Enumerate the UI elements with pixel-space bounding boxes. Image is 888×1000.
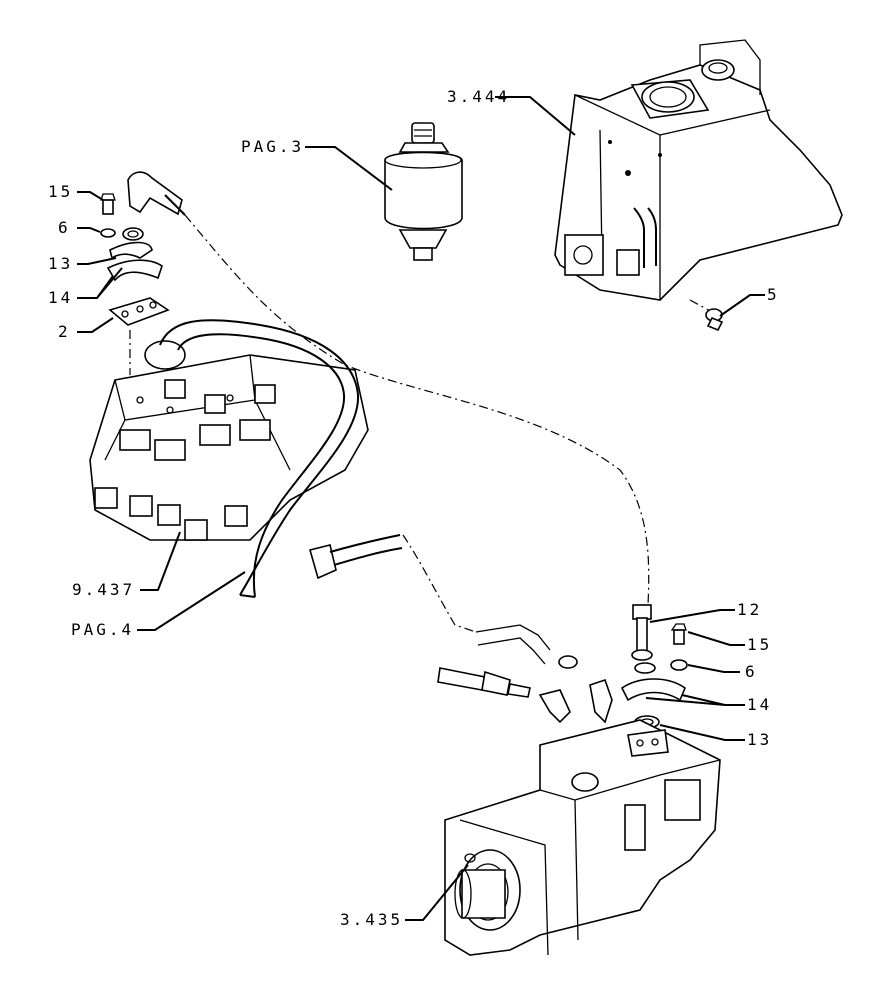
screw-5 [705, 308, 724, 332]
hydraulic-tank [554, 39, 843, 301]
top-left-fitting-parts [100, 171, 186, 326]
label-14-bottom: 14 [747, 695, 772, 714]
filter-element [384, 122, 463, 261]
leader-lines [77, 96, 765, 921]
label-2: 2 [58, 322, 71, 341]
label-9-437: 9.437 [72, 580, 135, 599]
label-13-bottom: 13 [747, 730, 772, 749]
label-15-top: 15 [48, 182, 73, 201]
hydraulic-hose [159, 319, 360, 598]
label-15-bottom: 15 [747, 635, 772, 654]
label-6-bottom: 6 [745, 662, 758, 681]
label-3-444: 3.444 [447, 87, 510, 106]
label-14-top: 14 [48, 288, 73, 307]
label-6-top: 6 [58, 218, 71, 237]
intermediate-pipes [309, 534, 613, 724]
label-pag-4: PAG.4 [71, 620, 134, 639]
control-valve [89, 340, 369, 541]
label-12: 12 [737, 600, 762, 619]
label-13-top: 13 [48, 254, 73, 273]
label-5: 5 [767, 285, 780, 304]
hydraulic-pump [444, 719, 721, 956]
right-fitting-parts [620, 604, 688, 729]
label-3-435: 3.435 [340, 910, 403, 929]
label-pag-3: PAG.3 [241, 137, 304, 156]
